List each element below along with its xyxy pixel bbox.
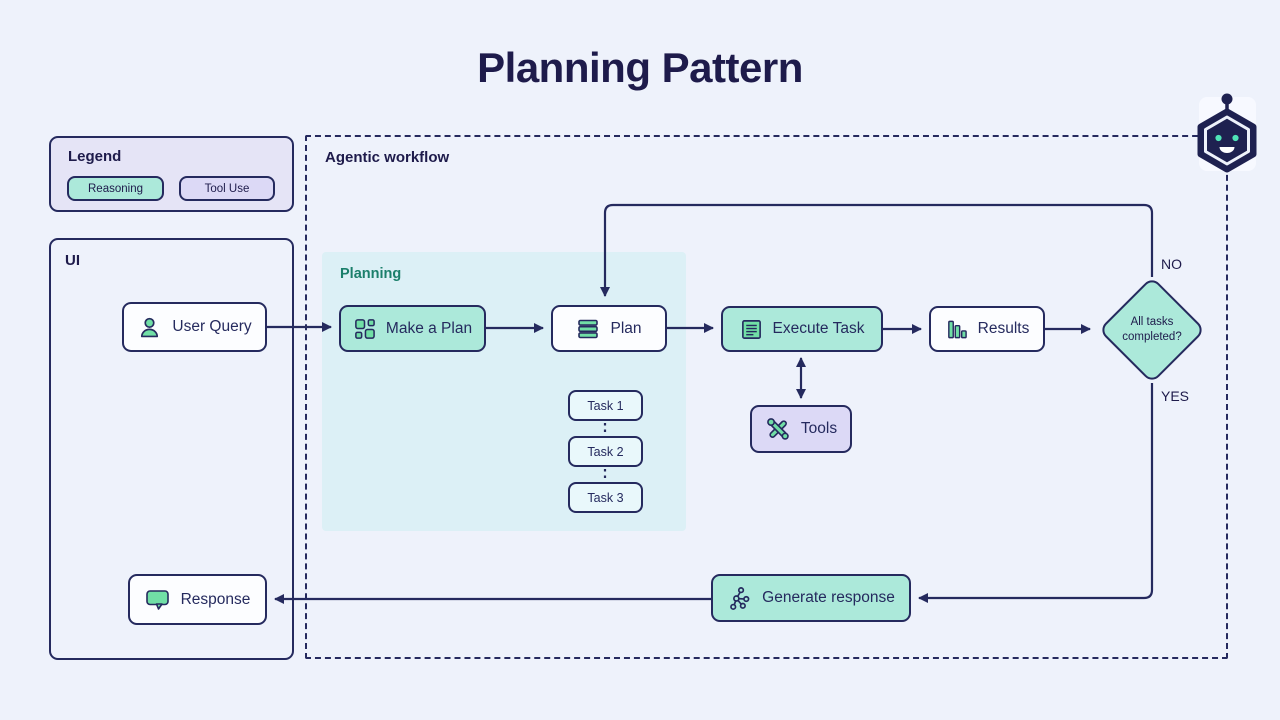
ui-panel-title: UI [65, 252, 80, 269]
execute-task-label: Execute Task [772, 320, 865, 337]
make-a-plan-label: Make a Plan [385, 319, 473, 337]
execute-task-node: Execute Task [721, 306, 883, 352]
task-1-node: Task 1 [568, 390, 643, 421]
task-3-label: Task 3 [587, 490, 624, 505]
decision-label-line1: All tasks [1130, 316, 1174, 328]
task-2-node: Task 2 [568, 436, 643, 467]
generate-response-label: Generate response [762, 589, 895, 606]
branch-label-yes: YES [1161, 388, 1190, 404]
branch-label-no: NO [1161, 256, 1182, 272]
response-node: Response [128, 574, 267, 625]
plan-node: Plan [551, 305, 667, 352]
results-node: Results [929, 306, 1045, 352]
make-a-plan-node: Make a Plan [339, 305, 486, 352]
network-graph-icon [727, 586, 752, 611]
document-icon [740, 318, 763, 341]
user-query-node: User Query [122, 302, 267, 352]
page-title: Planning Pattern [477, 44, 803, 91]
planning-section-label: Planning [340, 266, 402, 282]
legend-reasoning-label: Reasoning [88, 182, 143, 195]
plan-label: Plan [610, 319, 642, 337]
tools-icon [765, 416, 791, 442]
robot-icon [1197, 93, 1257, 173]
list-bars-icon [576, 317, 600, 341]
legend-tool-use-pill: Tool Use [179, 176, 275, 201]
speech-bubble-icon [145, 588, 171, 611]
legend-panel: Legend Reasoning Tool Use [49, 136, 294, 212]
generate-response-node: Generate response [711, 574, 911, 622]
response-label: Response [180, 590, 251, 608]
ui-panel: UI [49, 238, 294, 660]
tools-label: Tools [800, 420, 838, 437]
decision-label: All tasks completed? [1094, 315, 1210, 345]
legend-reasoning-pill: Reasoning [67, 176, 164, 201]
user-icon [137, 315, 162, 340]
legend-tool-use-label: Tool Use [204, 182, 250, 195]
decision-label-line2: completed? [1122, 330, 1182, 343]
task-1-label: Task 1 [587, 398, 624, 413]
agentic-workflow-title: Agentic workflow [325, 149, 450, 166]
tools-node: Tools [750, 405, 852, 453]
results-label: Results [977, 320, 1030, 337]
task-3-node: Task 3 [568, 482, 643, 513]
agentic-workflow-panel: Agentic workflow [305, 135, 1228, 659]
blocks-icon [353, 317, 376, 340]
task-2-label: Task 2 [587, 444, 624, 459]
user-query-label: User Query [172, 318, 252, 335]
bar-chart-icon [945, 318, 968, 341]
legend-title: Legend [68, 148, 122, 165]
